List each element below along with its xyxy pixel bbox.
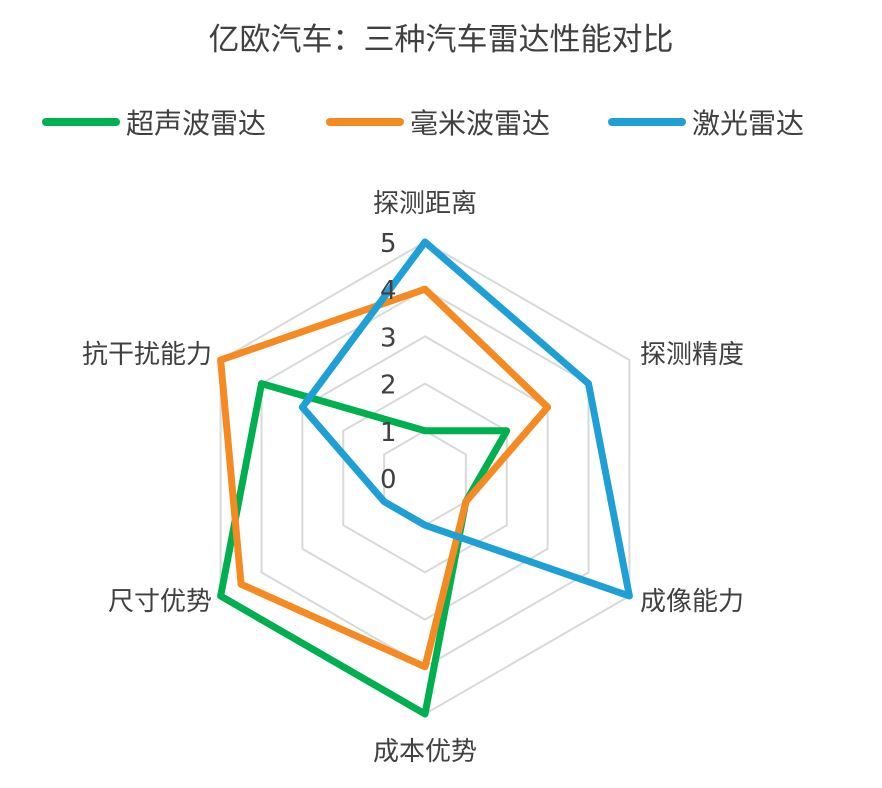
- chart-title: 亿欧汽车：三种汽车雷达性能对比: [208, 22, 674, 58]
- legend-label: 毫米波雷达: [410, 107, 551, 140]
- radar-grid: [219, 240, 631, 716]
- grid-ring-3: [301, 335, 549, 621]
- radial-tick-1: 1: [380, 418, 397, 448]
- radial-tick-labels: 0 1 2 3 4 5: [380, 229, 397, 495]
- legend-label: 激光雷达: [692, 107, 805, 140]
- legend-item-mmwave[interactable]: 毫米波雷达: [326, 102, 550, 142]
- axis-label-1: 探测精度: [640, 340, 744, 370]
- axis-label-4: 尺寸优势: [108, 587, 212, 617]
- grid-ring-4: [260, 288, 590, 668]
- legend-label: 超声波雷达: [126, 107, 267, 140]
- series-line-1[interactable]: [217, 285, 552, 671]
- axis-label-5: 抗干扰能力: [82, 340, 212, 370]
- radar-series: [217, 238, 633, 718]
- radial-tick-0: 0: [380, 465, 397, 495]
- legend-swatch-ultrasonic: [42, 118, 120, 126]
- axis-label-3: 成本优势: [373, 737, 477, 767]
- radial-tick-5: 5: [380, 229, 397, 259]
- radial-tick-3: 3: [380, 323, 397, 353]
- radial-tick-2: 2: [380, 371, 397, 401]
- legend-swatch-mmwave: [326, 118, 404, 126]
- axis-label-0: 探测距离: [373, 189, 477, 219]
- legend-item-lidar[interactable]: 激光雷达: [608, 102, 804, 142]
- legend-swatch-lidar: [608, 118, 686, 126]
- legend: 超声波雷达 毫米波雷达 激光雷达: [0, 102, 882, 142]
- legend-item-ultrasonic[interactable]: 超声波雷达: [42, 102, 266, 142]
- axis-label-2: 成像能力: [640, 587, 744, 617]
- series-line-0[interactable]: [217, 380, 511, 718]
- grid-ring-5: [219, 240, 631, 716]
- radial-tick-4: 4: [380, 276, 397, 306]
- series-line-2[interactable]: [298, 238, 633, 600]
